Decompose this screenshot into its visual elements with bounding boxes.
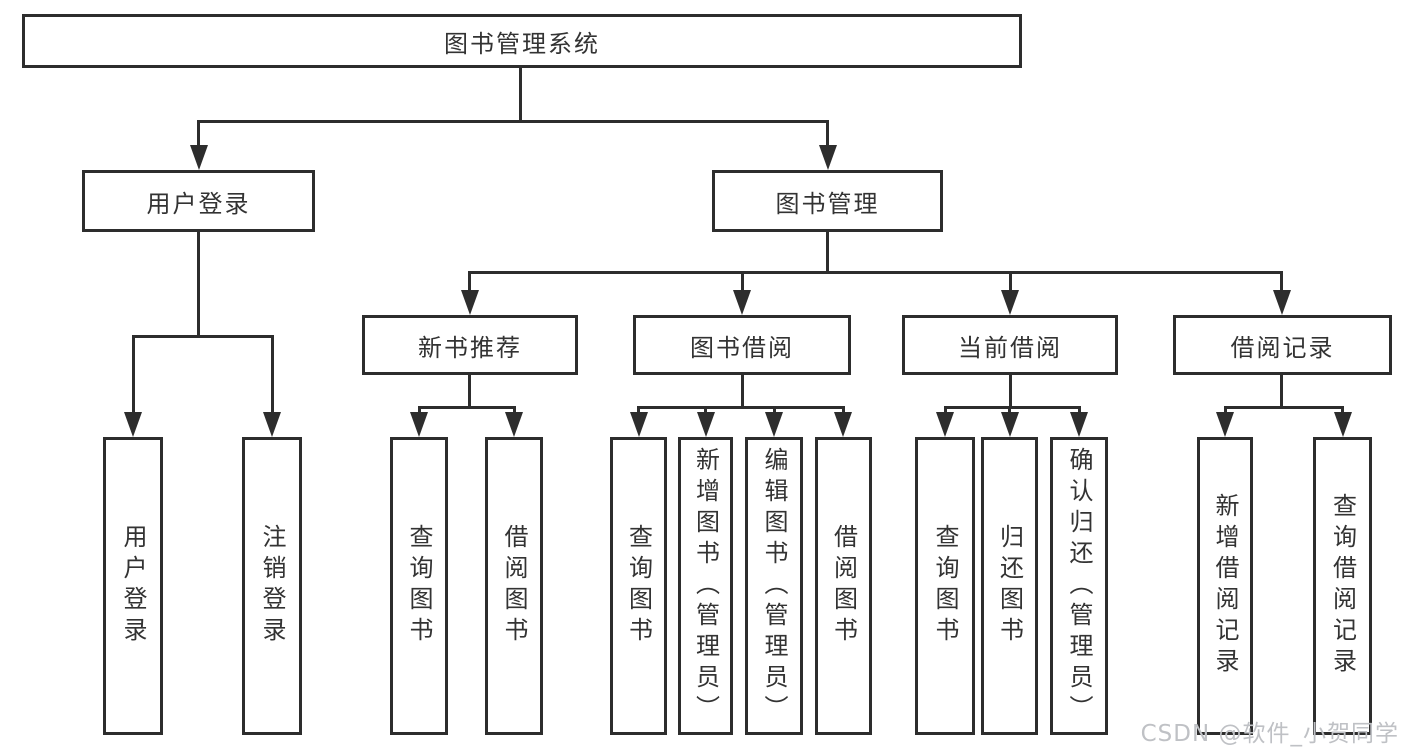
- connector-line: [132, 335, 274, 338]
- leaf-add-borrow-record: 新增借阅记录: [1197, 437, 1253, 735]
- connector-line: [741, 271, 744, 291]
- node-new-book-recommend: 新书推荐: [362, 315, 578, 375]
- arrowhead-down-icon: [819, 145, 837, 170]
- arrowhead-down-icon: [263, 412, 281, 437]
- connector-line: [1224, 406, 1344, 409]
- csdn-watermark: CSDN @软件_小贺同学: [1140, 721, 1399, 747]
- connector-line: [944, 406, 947, 415]
- arrowhead-down-icon: [1001, 290, 1019, 315]
- arrowhead-down-icon: [697, 412, 715, 437]
- connector-line: [1280, 271, 1283, 291]
- leaf-borrow-books-2: 借阅图书: [815, 437, 872, 735]
- leaf-query-books-1: 查询图书: [390, 437, 448, 735]
- node-label: 新增图书（管理员）: [691, 446, 720, 726]
- leaf-borrow-books-1: 借阅图书: [485, 437, 543, 735]
- leaf-query-books-3: 查询图书: [915, 437, 975, 735]
- connector-line: [1008, 406, 1011, 415]
- connector-line: [468, 375, 471, 406]
- connector-line: [1280, 375, 1283, 406]
- node-current-borrow: 当前借阅: [902, 315, 1118, 375]
- connector-line: [197, 120, 200, 148]
- connector-line: [1224, 406, 1227, 415]
- leaf-logout-login: 注销登录: [242, 437, 302, 735]
- leaf-edit-books-admin: 编辑图书（管理员）: [745, 437, 803, 735]
- arrowhead-down-icon: [124, 412, 142, 437]
- arrowhead-down-icon: [1273, 290, 1291, 315]
- leaf-return-books: 归还图书: [981, 437, 1038, 735]
- connector-line: [637, 406, 640, 415]
- connector-line: [1078, 406, 1081, 415]
- node-label: 当前借阅: [958, 333, 1062, 362]
- node-label: 借阅图书: [500, 524, 528, 648]
- leaf-confirm-return-admin: 确认归还（管理员）: [1050, 437, 1108, 735]
- connector-line: [468, 271, 471, 291]
- leaf-query-books-2: 查询图书: [610, 437, 667, 735]
- node-label: 查询借阅记录: [1328, 493, 1357, 679]
- arrowhead-down-icon: [505, 412, 523, 437]
- connector-line: [637, 406, 845, 409]
- leaf-query-borrow-record: 查询借阅记录: [1313, 437, 1372, 735]
- node-label: 图书借阅: [690, 333, 794, 362]
- connector-line: [271, 335, 274, 413]
- node-label: 查询图书: [405, 524, 433, 648]
- connector-line: [132, 335, 135, 413]
- connector-line: [826, 120, 829, 148]
- node-label: 用户登录: [146, 189, 251, 218]
- connector-line: [741, 375, 744, 406]
- connector-line: [519, 68, 522, 120]
- node-borrow-records: 借阅记录: [1173, 315, 1392, 375]
- node-label: 查询图书: [931, 524, 959, 648]
- leaf-user-login: 用户登录: [103, 437, 163, 735]
- node-label: 编辑图书（管理员）: [760, 446, 788, 726]
- node-user-login: 用户登录: [82, 170, 315, 232]
- connector-line: [197, 120, 829, 123]
- arrowhead-down-icon: [936, 412, 954, 437]
- arrowhead-down-icon: [1001, 412, 1019, 437]
- connector-line: [418, 406, 421, 415]
- connector-line: [944, 406, 1081, 409]
- arrowhead-down-icon: [834, 412, 852, 437]
- node-book-management: 图书管理: [712, 170, 943, 232]
- connector-line: [826, 232, 829, 271]
- arrowhead-down-icon: [733, 290, 751, 315]
- arrowhead-down-icon: [1216, 412, 1234, 437]
- connector-line: [1009, 271, 1012, 291]
- connector-line: [704, 406, 707, 415]
- node-label: 确认归还（管理员）: [1065, 446, 1093, 726]
- connector-line: [197, 232, 200, 335]
- arrowhead-down-icon: [461, 290, 479, 315]
- node-label: 图书管理: [775, 189, 880, 218]
- connector-line: [842, 406, 845, 415]
- connector-line: [773, 406, 776, 415]
- connector-line: [1009, 375, 1012, 406]
- node-label: 注销登录: [258, 524, 286, 648]
- node-library-management-system: 图书管理系统: [22, 14, 1022, 68]
- connector-line: [1341, 406, 1344, 415]
- node-label: 新书推荐: [418, 333, 522, 362]
- arrowhead-down-icon: [190, 145, 208, 170]
- connector-line: [513, 406, 516, 415]
- arrowhead-down-icon: [410, 412, 428, 437]
- node-label: 新增借阅记录: [1211, 493, 1239, 679]
- node-label: 借阅记录: [1230, 333, 1335, 362]
- arrowhead-down-icon: [1334, 412, 1352, 437]
- node-label: 查询图书: [624, 524, 653, 648]
- leaf-add-books-admin: 新增图书（管理员）: [678, 437, 733, 735]
- connector-line: [469, 271, 1283, 274]
- arrowhead-down-icon: [765, 412, 783, 437]
- arrowhead-down-icon: [630, 412, 648, 437]
- arrowhead-down-icon: [1070, 412, 1088, 437]
- node-label: 归还图书: [995, 524, 1024, 648]
- node-label: 借阅图书: [829, 524, 858, 648]
- node-label: 图书管理系统: [444, 29, 600, 58]
- node-book-borrow: 图书借阅: [633, 315, 851, 375]
- connector-line: [418, 406, 516, 409]
- node-label: 用户登录: [119, 524, 147, 648]
